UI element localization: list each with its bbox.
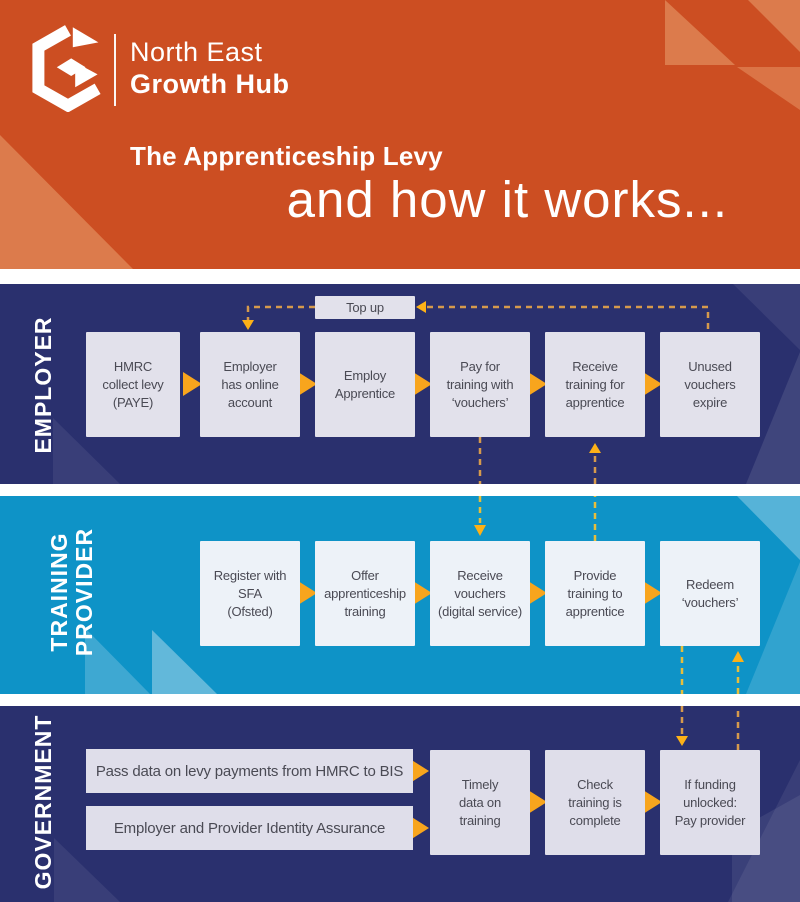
page-title: The Apprenticeship Levy: [130, 141, 443, 171]
lane-label-government: GOVERNMENT: [30, 714, 56, 890]
header: North East Growth Hub The Apprenticeship…: [0, 0, 800, 269]
box-hmrc-collect-levy: HMRC collect levy (PAYE): [86, 332, 180, 437]
box-top-up: Top up: [315, 296, 415, 319]
box-receive-vouchers: Receive vouchers (digital service): [430, 541, 530, 646]
lane-label-employer: EMPLOYER: [30, 316, 56, 454]
page-subtitle: and how it works...: [286, 171, 728, 228]
lane-label-training-provider: TRAINING PROVIDER: [46, 527, 97, 657]
growth-hub-logo-icon: [32, 25, 101, 112]
box-register-with-sfa: Register with SFA (Ofsted): [200, 541, 300, 646]
logo-line-top: North East: [130, 37, 263, 67]
box-pay-provider: If funding unlocked: Pay provider: [660, 750, 760, 855]
header-decor: [0, 0, 800, 269]
box-check-training-complete: Check training is complete: [545, 750, 645, 855]
decor-triangle: [665, 0, 735, 65]
box-receive-training: Receive training for apprentice: [545, 332, 645, 437]
bar-identity-assurance: Employer and Provider Identity Assurance: [86, 806, 413, 850]
decor-triangle: [737, 67, 800, 110]
logo-divider: [114, 34, 116, 106]
box-unused-vouchers-expire: Unused vouchers expire: [660, 332, 760, 437]
box-provide-training: Provide training to apprentice: [545, 541, 645, 646]
logo-line-bottom: Growth Hub: [130, 69, 290, 99]
box-pay-for-training: Pay for training with ‘vouchers’: [430, 332, 530, 437]
box-offer-apprenticeship-training: Offer apprenticeship training: [315, 541, 415, 646]
decor-triangle: [0, 135, 133, 269]
bar-pass-data-levy-payments: Pass data on levy payments from HMRC to …: [86, 749, 413, 793]
logo-text: North East Growth Hub: [130, 36, 289, 100]
box-employer-online-account: Employer has online account: [200, 332, 300, 437]
decor-triangle: [748, 0, 800, 52]
box-timely-data-on-training: Timely data on training: [430, 750, 530, 855]
box-redeem-vouchers: Redeem ‘vouchers’: [660, 541, 760, 646]
box-employ-apprentice: Employ Apprentice: [315, 332, 415, 437]
